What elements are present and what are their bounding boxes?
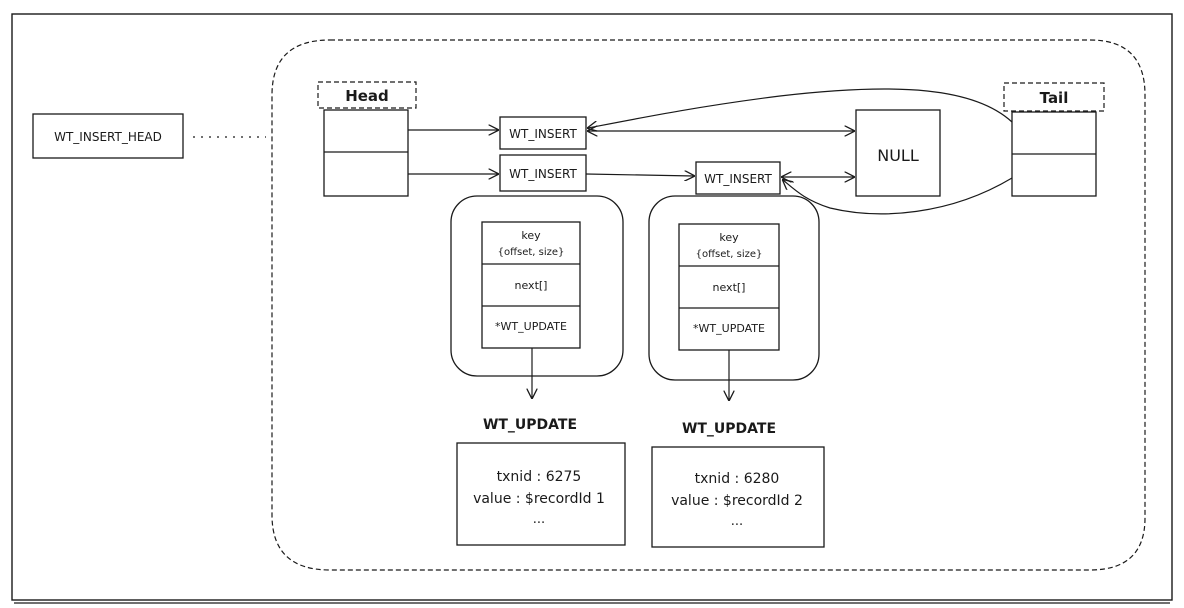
tail-label: Tail	[1040, 89, 1069, 107]
node2-key: key	[719, 231, 739, 244]
arrow-insert-l0-to-node2	[585, 174, 694, 176]
node2-update-ptr: *WT_UPDATE	[693, 322, 765, 335]
update2-value: value : $recordId 2	[671, 493, 803, 509]
node2-next: next[]	[713, 281, 746, 294]
wt-insert-level1	[499, 116, 587, 150]
wt-insert-node2-label: WT_INSERT	[704, 172, 772, 186]
arrow-tail-to-insert-l1	[588, 88, 1013, 128]
update2-more: ...	[731, 514, 743, 529]
node2-key-detail: {offset, size}	[696, 249, 763, 260]
update1-txnid: txnid : 6275	[497, 469, 582, 485]
wt-insert-level1-label: WT_INSERT	[509, 127, 577, 141]
skiplist-container	[271, 39, 1146, 571]
node1-key-detail: {offset, size}	[498, 247, 565, 258]
update1-more: ...	[533, 512, 545, 527]
head-node	[323, 109, 409, 197]
update1-title: WT_UPDATE	[483, 417, 577, 433]
node1-fields	[481, 221, 581, 349]
outer-frame	[11, 13, 1173, 601]
node1-next: next[]	[515, 279, 548, 292]
head-label: Head	[345, 87, 389, 105]
arrow-tail-to-node2	[783, 177, 1013, 215]
insert-head-box	[32, 113, 184, 159]
node1-update-ptr: *WT_UPDATE	[495, 320, 567, 333]
null-box	[855, 109, 941, 197]
update2-txnid: txnid : 6280	[695, 471, 780, 487]
tail-label-box	[1003, 82, 1105, 112]
update1-value: value : $recordId 1	[473, 491, 605, 507]
insert-head-label: WT_INSERT_HEAD	[54, 130, 162, 144]
null-label: NULL	[877, 146, 919, 165]
wt-insert-level0-label: WT_INSERT	[509, 167, 577, 181]
update1-box	[456, 442, 626, 546]
head-label-box	[317, 81, 417, 109]
wt-insert-level0	[499, 154, 587, 192]
update2-title: WT_UPDATE	[682, 421, 776, 437]
wt-insert-node2	[695, 161, 781, 195]
update2-box	[651, 446, 825, 548]
node1-key: key	[521, 229, 541, 242]
node2-fields	[678, 223, 780, 351]
